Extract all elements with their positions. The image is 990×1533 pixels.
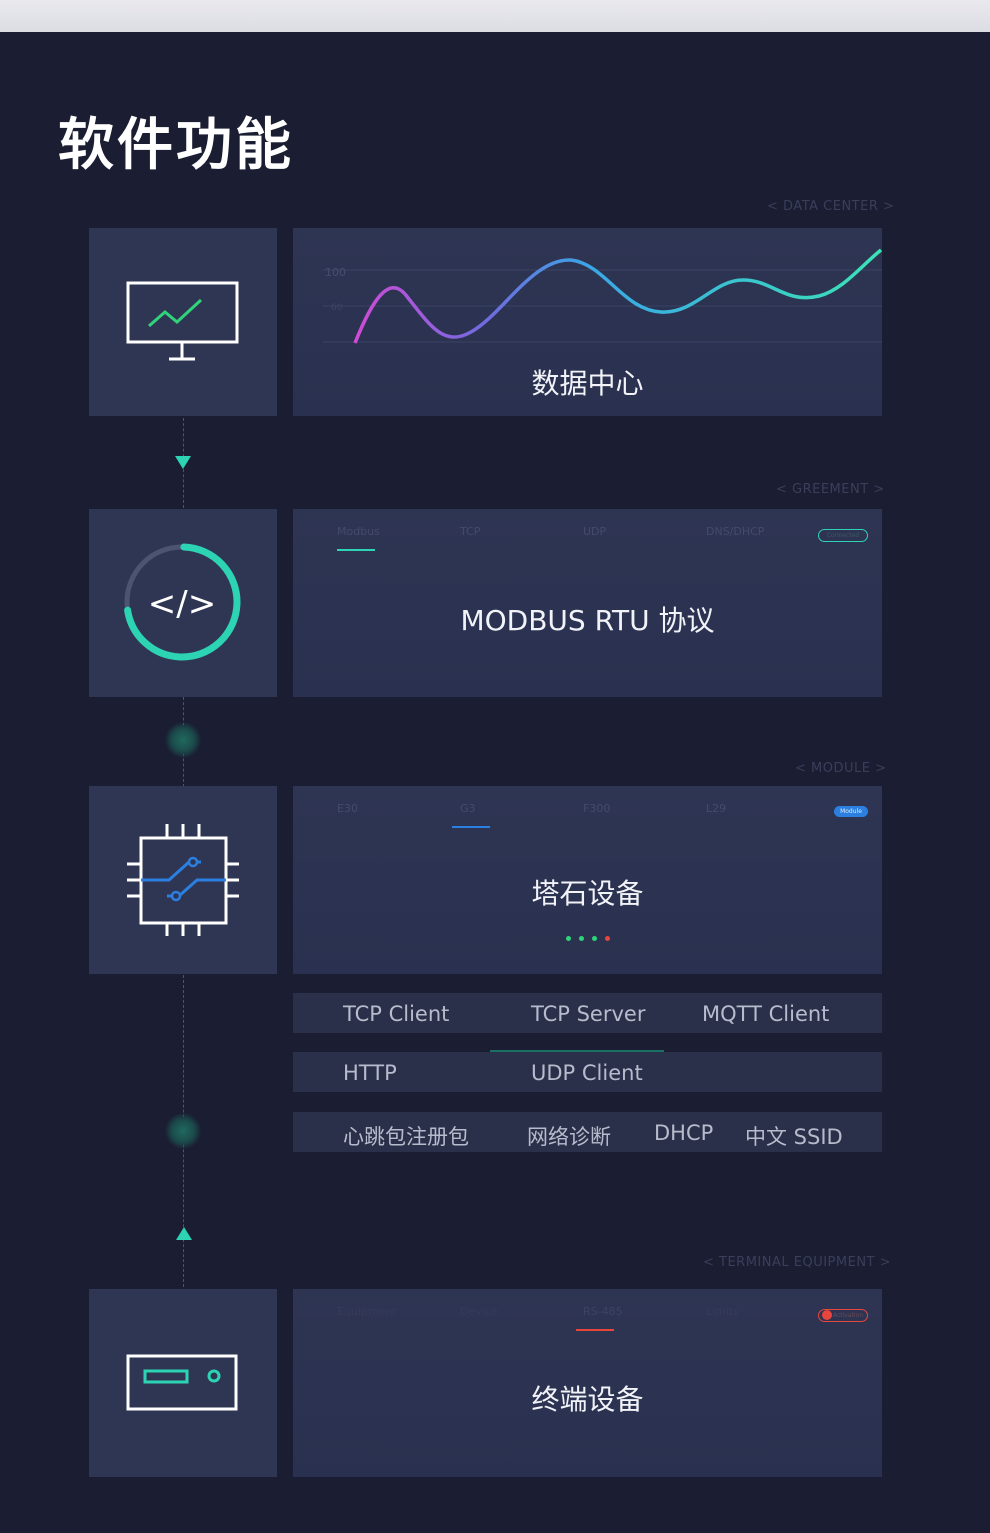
terminal-tabs: Equipment Device RS-485 Limits Activatio… <box>293 1303 882 1333</box>
feature-tcp-server: TCP Server <box>531 1002 646 1026</box>
terminal-device-icon <box>126 1354 238 1411</box>
feature-http: HTTP <box>343 1061 397 1085</box>
feature-chinese-ssid: 中文 SSID <box>745 1125 843 1149</box>
feature-udp-client: UDP Client <box>531 1061 643 1085</box>
page-title: 软件功能 <box>58 113 294 178</box>
tab-device[interactable]: Device <box>460 1305 498 1318</box>
feature-mqtt-client: MQTT Client <box>702 1002 830 1026</box>
terminal-tag: < TERMINAL EQUIPMENT > <box>703 1255 892 1270</box>
module-label: 塔石设备 <box>531 877 644 910</box>
chip-icon <box>127 824 239 936</box>
tab-udp[interactable]: UDP <box>583 525 607 538</box>
agreement-tabs: Modbus TCP UDP DNS/DHCP Connected <box>293 523 882 553</box>
tab-modbus[interactable]: Modbus <box>337 525 380 538</box>
terminal-label: 终端设备 <box>531 1383 644 1416</box>
arrow-up-icon <box>176 1227 192 1240</box>
agreement-panel: Modbus TCP UDP DNS/DHCP Connected MODBUS… <box>293 509 882 697</box>
feature-dhcp: DHCP <box>654 1121 714 1145</box>
module-pill[interactable]: Module <box>834 806 868 817</box>
agreement-label: MODBUS RTU 协议 <box>460 604 715 637</box>
agreement-icon-box: </> <box>89 509 277 697</box>
module-tag: < MODULE > <box>795 761 887 776</box>
data-center-tag: < DATA CENTER > <box>767 199 895 214</box>
connector-node-dot <box>165 722 201 758</box>
status-dot-green <box>578 936 584 941</box>
agreement-tag: < GREEMENT > <box>776 482 885 497</box>
tab-l29[interactable]: L29 <box>706 802 727 815</box>
chart-tick-label-2: 60 <box>331 303 343 313</box>
tab-f300[interactable]: F300 <box>583 802 611 815</box>
connector-node-dot <box>165 1113 201 1149</box>
chart-tick-label: 100 <box>325 266 346 279</box>
code-progress-icon: </> <box>123 543 241 661</box>
data-center-panel: 100 60 数据中心 <box>293 228 882 416</box>
module-panel: E30 G3 F300 L29 Module 塔石设备 <box>293 786 882 974</box>
arrow-down-icon <box>175 456 191 469</box>
status-dot-red <box>604 936 610 941</box>
tab-rs485[interactable]: RS-485 <box>583 1305 623 1318</box>
status-dot-green <box>591 936 597 941</box>
progress-ring <box>123 543 241 661</box>
active-tab-indicator <box>576 1329 614 1331</box>
tab-equipment[interactable]: Equipment <box>337 1305 397 1318</box>
module-tabs: E30 G3 F300 L29 Module <box>293 800 882 830</box>
feature-heartbeat-register: 心跳包注册包 <box>343 1125 469 1149</box>
data-center-wave-chart: 100 60 <box>323 248 882 344</box>
feature-tcp-client: TCP Client <box>343 1002 450 1026</box>
tab-tcp[interactable]: TCP <box>460 525 481 538</box>
active-tab-indicator <box>452 826 490 828</box>
status-dots <box>293 926 882 945</box>
feature-row-2: HTTP UDP Client <box>293 1052 882 1092</box>
monitor-chart-icon <box>126 281 239 361</box>
module-icon-box <box>89 786 277 974</box>
tab-limits[interactable]: Limits <box>706 1305 739 1318</box>
status-dot-green <box>565 936 571 941</box>
terminal-panel: Equipment Device RS-485 Limits Activatio… <box>293 1289 882 1477</box>
activation-toggle[interactable]: Activation <box>818 1309 868 1322</box>
feature-network-diagnostics: 网络诊断 <box>527 1125 611 1149</box>
terminal-icon-box <box>89 1289 277 1477</box>
connection-pill[interactable]: Connected <box>818 529 868 542</box>
top-bar <box>0 0 990 32</box>
tab-e30[interactable]: E30 <box>337 802 358 815</box>
feature-row-3: 心跳包注册包 网络诊断 DHCP 中文 SSID <box>293 1112 882 1152</box>
row-accent-line <box>490 1050 664 1052</box>
toggle-knob <box>822 1310 832 1320</box>
data-center-label: 数据中心 <box>531 367 644 400</box>
tab-dns-dhcp[interactable]: DNS/DHCP <box>706 525 765 538</box>
active-tab-indicator <box>337 549 375 551</box>
tab-g3[interactable]: G3 <box>460 802 476 815</box>
code-icon: </> <box>148 584 216 624</box>
feature-row-1: TCP Client TCP Server MQTT Client <box>293 993 882 1033</box>
data-center-icon-box <box>89 228 277 416</box>
wave-line <box>353 248 882 344</box>
